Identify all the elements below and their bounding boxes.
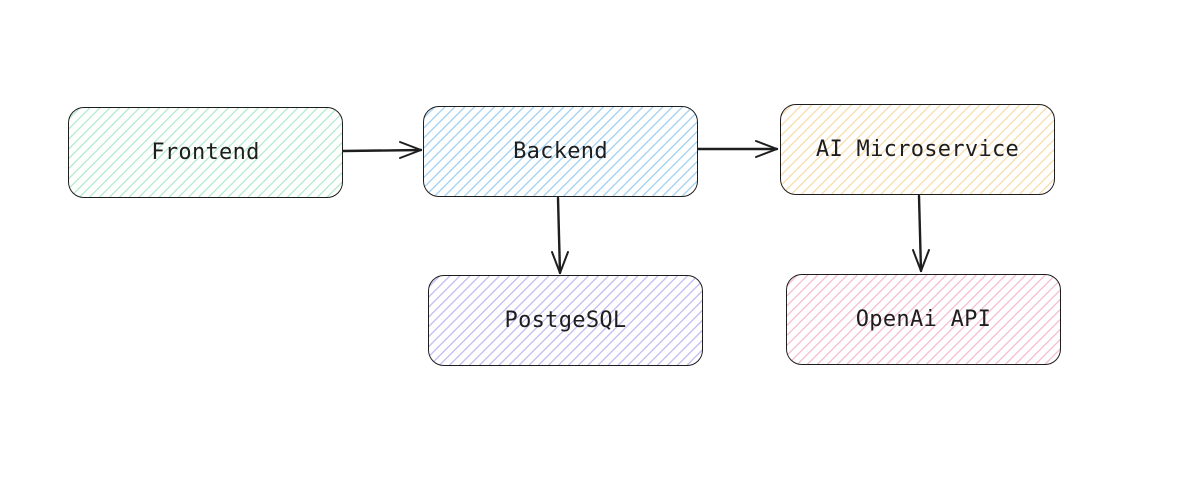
edge-backend-postgres[interactable] xyxy=(551,196,569,275)
node-backend-label: Backend xyxy=(513,139,608,164)
node-frontend-label: Frontend xyxy=(151,140,260,165)
node-frontend[interactable]: Frontend xyxy=(68,107,343,198)
edge-ai-openai[interactable] xyxy=(912,194,930,273)
node-ai-microservice-label: AI Microservice xyxy=(815,137,1020,162)
node-openai-api-label: OpenAi API xyxy=(855,307,992,332)
node-postgresql-label: PostgeSQL xyxy=(504,308,627,333)
edge-frontend-backend[interactable] xyxy=(341,141,423,159)
node-backend[interactable]: Backend xyxy=(423,106,698,197)
node-ai-microservice[interactable]: AI Microservice xyxy=(780,104,1055,195)
node-postgresql[interactable]: PostgeSQL xyxy=(428,275,703,366)
edge-backend-ai[interactable] xyxy=(696,140,779,158)
node-openai-api[interactable]: OpenAi API xyxy=(786,274,1061,365)
